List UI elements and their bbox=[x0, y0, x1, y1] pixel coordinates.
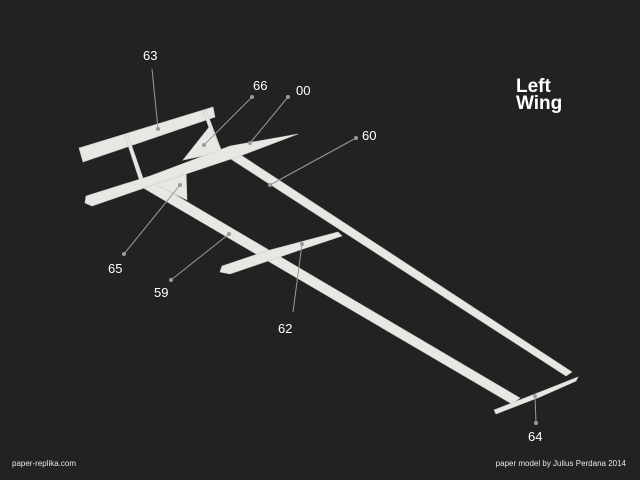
label-66: 66 bbox=[253, 78, 267, 93]
footer-credit: paper model by Julius Perdana 2014 bbox=[495, 459, 626, 468]
part-63-bar bbox=[78, 106, 216, 163]
label-59: 59 bbox=[154, 285, 168, 300]
label-63: 63 bbox=[143, 48, 157, 63]
label-60: 60 bbox=[362, 128, 376, 143]
part-00-wing bbox=[84, 133, 299, 207]
label-64: 64 bbox=[528, 429, 542, 444]
label-00: 00 bbox=[296, 83, 310, 98]
footer-site: paper-replika.com bbox=[12, 459, 77, 468]
title-line2: Wing bbox=[516, 93, 562, 114]
title-line1: Left bbox=[516, 76, 552, 97]
leader-lines bbox=[122, 68, 538, 425]
label-62: 62 bbox=[278, 321, 292, 336]
part-62-wing bbox=[219, 231, 343, 275]
label-65: 65 bbox=[108, 261, 122, 276]
